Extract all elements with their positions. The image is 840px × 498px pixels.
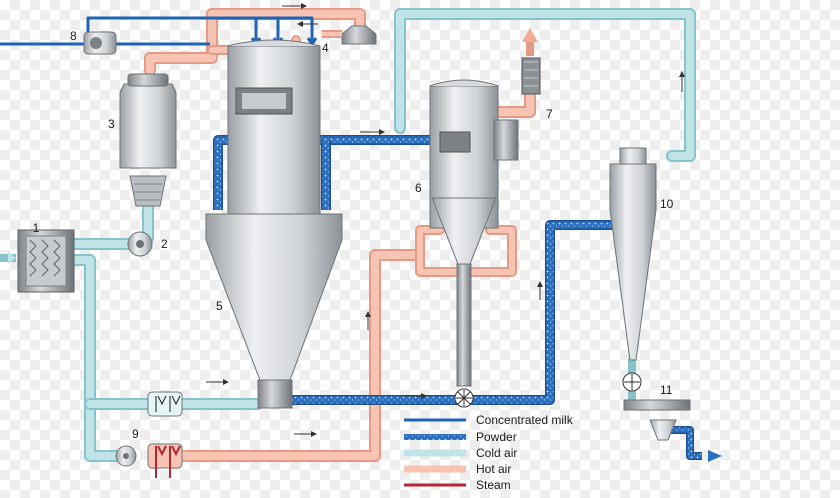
label-4: 4 [322,41,329,55]
label-6: 6 [415,181,422,195]
heat-exchanger-9-cold [147,391,183,417]
powder-pipes [213,135,702,460]
concentrated-milk-line [0,16,318,46]
atomizer-4 [322,25,377,45]
powder-discharge-11 [623,399,722,462]
legend-label: Powder [476,430,517,444]
powder-pipe-outlet [668,426,702,460]
legend-label: Steam [476,478,511,492]
equipment-labels: 1 2 3 4 5 6 7 8 9 10 11 [33,29,674,441]
cyclone-6 [429,79,519,408]
air-filter-1 [0,229,75,293]
cold-air-pipe-intake [66,254,136,462]
legend-item-cold-air: Cold air [404,446,517,460]
legend-item-steam: Steam [404,478,511,492]
legend-item-powder: Powder [404,430,517,444]
legend-label: Cold air [476,446,517,460]
heat-exchanger-9-hot [147,443,183,478]
label-3: 3 [108,117,115,131]
exhaust-filter-7 [521,28,541,95]
legend-item-hot-air: Hot air [404,462,511,476]
drying-chamber-5 [205,39,343,409]
legend-label: Hot air [476,462,511,476]
label-5: 5 [216,299,223,313]
legend: Concentrated milk Powder Cold air Hot ai… [404,413,574,492]
label-8: 8 [70,29,77,43]
label-7: 7 [546,107,553,121]
label-1: 1 [33,221,40,235]
legend-label: Concentrated milk [476,413,574,427]
legend-item-concentrated-milk: Concentrated milk [404,413,574,427]
label-9: 9 [132,427,139,441]
fan-2 [127,231,153,257]
air-heater-3 [119,73,177,207]
label-10: 10 [660,197,674,211]
label-2: 2 [161,237,168,251]
high-pressure-pump-8 [83,31,117,55]
cyclone-10 [609,147,657,392]
flow-arrows [206,3,685,437]
label-11: 11 [660,383,673,397]
fan-9 [115,445,137,467]
